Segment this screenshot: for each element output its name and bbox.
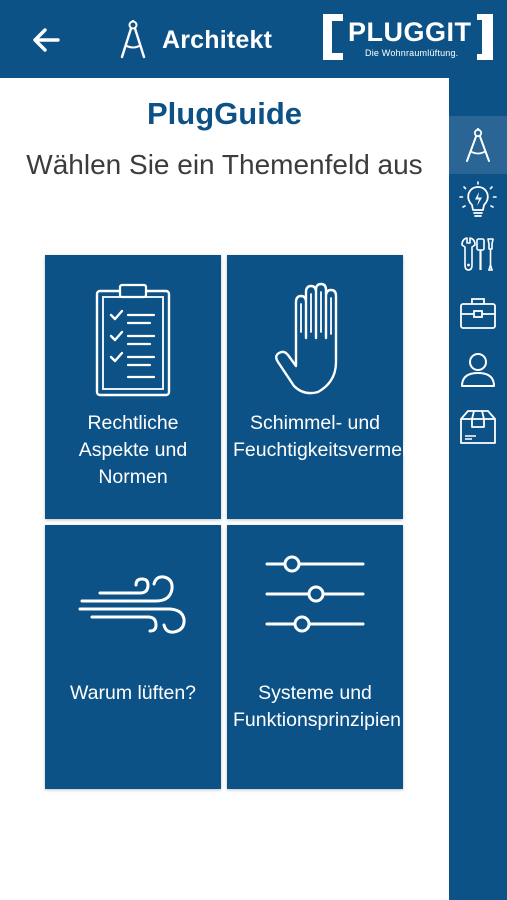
tile-legal-aspects[interactable]: Rechtliche Aspekte und Normen — [45, 255, 221, 519]
right-sidebar — [449, 78, 507, 900]
user-icon — [461, 353, 495, 387]
sidebar-item-business[interactable] — [449, 284, 507, 342]
tile-icon-wrap — [45, 525, 221, 665]
tile-icon-wrap — [227, 255, 403, 395]
page-title: PlugGuide — [147, 96, 302, 131]
compass-icon — [466, 128, 490, 162]
tile-systems[interactable]: Systeme und Funktionsprinzipien — [227, 525, 403, 789]
lightbulb-icon — [459, 181, 497, 217]
tile-icon-wrap — [227, 525, 403, 665]
page-subtitle: Wählen Sie ein Themenfeld aus — [26, 149, 423, 180]
sidebar-item-tools[interactable] — [449, 226, 507, 284]
logo-tagline: Die Wohnraumlüftung. — [365, 48, 459, 58]
tile-icon-wrap — [45, 255, 221, 397]
package-box-icon — [460, 410, 496, 444]
top-bar: Architekt PLUGGIT Die Wohnraumlüftung. — [0, 0, 507, 78]
pluggit-logo: PLUGGIT Die Wohnraumlüftung. — [323, 14, 493, 60]
sidebar-item-energy[interactable] — [449, 172, 507, 230]
briefcase-icon — [460, 298, 496, 329]
logo-bracket-right — [477, 14, 493, 60]
sliders-icon — [265, 555, 365, 633]
app-title: Architekt — [118, 18, 272, 62]
hand-stop-icon — [275, 282, 338, 395]
clipboard-checklist-icon — [95, 283, 171, 397]
sidebar-item-profile[interactable] — [449, 340, 507, 398]
tools-icon — [461, 237, 494, 271]
tile-label: Warum lüften? — [69, 682, 197, 704]
sidebar-item-architect[interactable] — [449, 116, 507, 174]
tile-why-ventilate[interactable]: Warum lüften? — [45, 525, 221, 789]
arrow-left-icon — [33, 28, 60, 52]
tile-label: Systeme und Funktionsprinzipien — [233, 682, 402, 731]
page-header-title: Architekt — [162, 25, 273, 54]
logo-bracket-left — [323, 14, 343, 60]
back-button[interactable] — [28, 22, 64, 58]
tile-label: Schimmel- und Feuchtigkeitsvermeidung — [233, 412, 450, 461]
logo-wordmark: PLUGGIT — [348, 17, 472, 47]
sidebar-item-products[interactable] — [449, 398, 507, 456]
compass-icon — [120, 20, 146, 59]
tile-label: Rechtliche Aspekte und Normen — [78, 412, 188, 488]
wind-icon — [78, 575, 186, 634]
tile-mold-prevention[interactable]: Schimmel- und Feuchtigkeitsvermeidung — [227, 255, 450, 519]
